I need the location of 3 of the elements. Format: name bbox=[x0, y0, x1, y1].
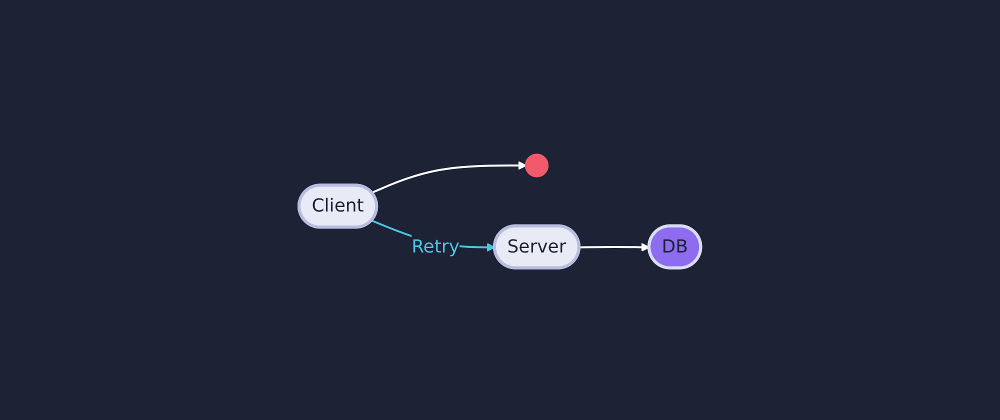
edge-label: Retry bbox=[412, 236, 460, 258]
node-circle bbox=[525, 154, 549, 178]
arrow bbox=[372, 161, 527, 194]
